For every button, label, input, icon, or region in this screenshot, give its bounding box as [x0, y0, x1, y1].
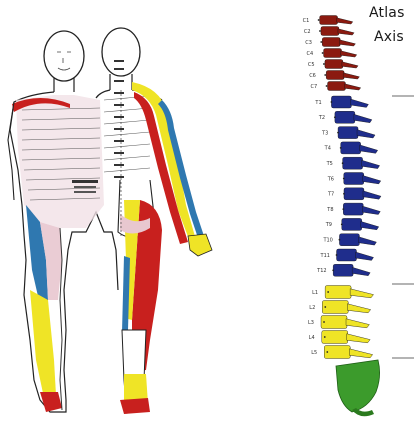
back-body-figure: [96, 28, 212, 414]
lumbar-vertebra: [322, 301, 370, 314]
lumbar-vertebra: [324, 346, 372, 359]
vertebra-level-label: L2: [309, 305, 315, 311]
vertebra-level-label: C1: [303, 18, 310, 24]
cervical-vertebra: [328, 82, 361, 91]
vertebra-level-label: T10: [322, 238, 332, 244]
back-spine-labels: [114, 60, 124, 178]
vertebra-level-label: C4: [307, 51, 314, 57]
vertebra-tick: [327, 291, 329, 293]
vertebra-tick: [319, 30, 321, 32]
vertebra-level-label: T3: [321, 130, 328, 136]
vertebra-tick: [323, 63, 325, 65]
vertebra-tick: [343, 178, 345, 180]
thoracic-vertebra: [339, 234, 376, 246]
back-hand: [188, 234, 212, 256]
cervical-vertebra: [325, 60, 358, 69]
vertebra-tick: [326, 351, 328, 353]
vertebra-tick: [343, 193, 345, 195]
front-body-figure: [8, 31, 118, 412]
axis-label: Axis: [374, 29, 404, 45]
vertebra-level-label: C5: [308, 62, 315, 68]
back-leg-blue-band: [122, 256, 130, 332]
front-head: [44, 31, 84, 81]
thoracic-vertebra: [338, 127, 375, 139]
vertebra-tick: [334, 116, 336, 118]
coccyx: [352, 408, 374, 416]
cervical-vertebra: [326, 71, 359, 80]
sacrum: [336, 360, 380, 412]
vertebra-level-label: T6: [327, 176, 334, 182]
vertebra-level-label: C6: [309, 73, 316, 79]
atlas-label: Atlas: [369, 5, 405, 21]
thoracic-vertebra: [344, 188, 381, 200]
vertebra-level-label: T8: [326, 207, 333, 213]
vertebra-level-label: T7: [327, 192, 334, 198]
vertebra-tick: [324, 306, 326, 308]
vertebra-level-label: C3: [305, 40, 312, 46]
cervical-vertebra: [324, 49, 357, 58]
thoracic-vertebra: [331, 96, 368, 108]
cervical-region: [320, 16, 361, 91]
vertebra-level-label: C7: [311, 84, 318, 90]
vertebra-tick: [322, 52, 324, 54]
vertebra-tick: [337, 132, 339, 134]
front-pink-dermatome: [16, 95, 104, 228]
vertebra-tick: [324, 74, 326, 76]
vertebra-level-label: T2: [318, 115, 325, 121]
vertebra-tick: [342, 162, 344, 164]
lumbar-vertebra: [325, 286, 373, 299]
thoracic-vertebra: [344, 173, 381, 185]
lumbar-vertebra: [321, 316, 369, 329]
vertebra-level-label: T1: [314, 100, 321, 106]
vertebra-tick: [342, 208, 344, 210]
vertebra-level-label: T12: [316, 268, 326, 274]
thoracic-vertebra: [337, 249, 374, 261]
vertebra-tick: [318, 19, 320, 21]
thoracic-vertebra: [341, 142, 378, 154]
vertebra-level-label: L4: [309, 335, 315, 341]
vertebra-tick: [323, 321, 325, 323]
vertebra-level-label: L3: [308, 320, 314, 326]
vertebra-tick: [339, 239, 341, 241]
vertebra-tick: [332, 269, 334, 271]
front-abdomen-text: [72, 180, 98, 193]
vertebra-level-label: T11: [320, 253, 330, 259]
vertebra-level-label: T5: [326, 161, 333, 167]
lumbar-region: [321, 286, 374, 359]
vertebra-tick: [326, 85, 328, 87]
vertebra-level-label: C2: [304, 29, 311, 35]
cervical-vertebra: [321, 27, 354, 36]
vertebra-tick: [324, 336, 326, 338]
vertebra-level-label: L1: [312, 290, 318, 296]
lumbar-vertebra: [322, 331, 370, 344]
vertebra-level-label: L5: [311, 350, 317, 356]
thoracic-vertebra: [342, 218, 379, 230]
thoracic-vertebra: [333, 264, 370, 276]
spine-figure: C1C2C3C4C5C6C7T1T2T3T4T5T6T7T8T9T10T11T1…: [303, 16, 414, 417]
back-foot-red: [120, 398, 150, 414]
vertebra-tick: [320, 41, 322, 43]
thoracic-region: [331, 96, 381, 276]
vertebra-tick: [331, 101, 333, 103]
vertebra-tick: [341, 224, 343, 226]
vertebra-level-label: T9: [325, 222, 332, 228]
vertebra-tick: [340, 147, 342, 149]
thoracic-vertebra: [343, 157, 380, 169]
vertebra-level-label: T4: [324, 146, 331, 152]
cervical-vertebra: [322, 38, 355, 47]
vertebra-tick: [336, 254, 338, 256]
cervical-vertebra: [320, 16, 353, 25]
thoracic-vertebra: [335, 111, 372, 123]
thoracic-vertebra: [343, 203, 380, 215]
